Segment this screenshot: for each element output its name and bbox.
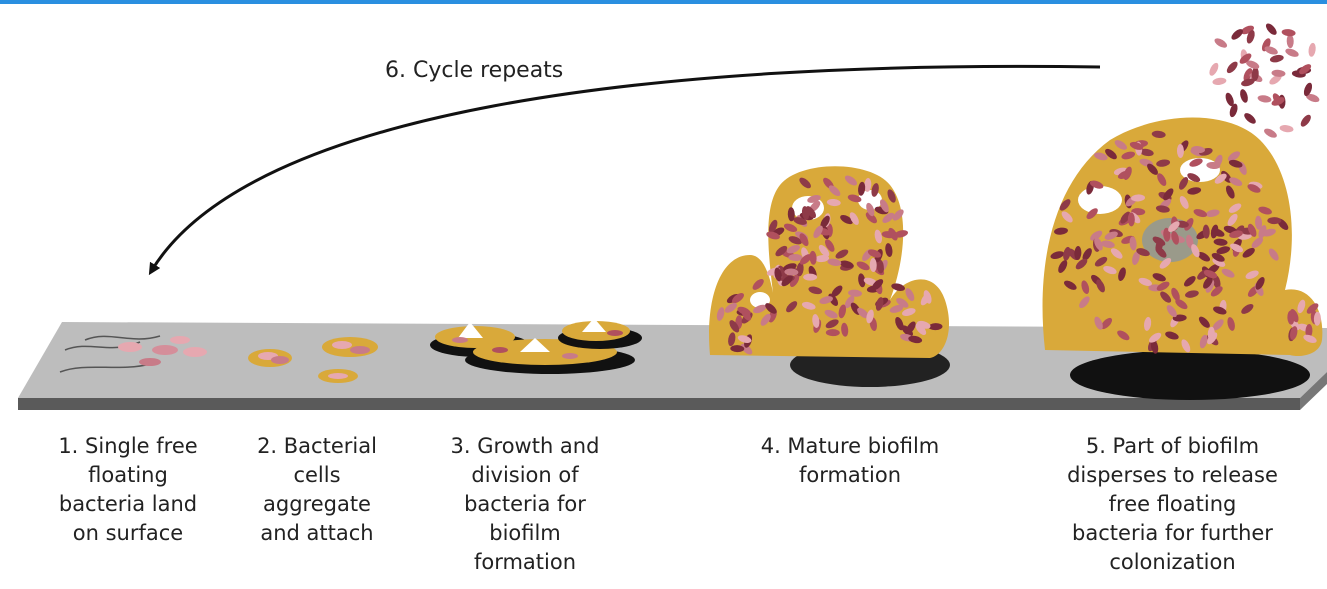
diagram-illustration bbox=[0, 0, 1327, 430]
dispersed-bacterium bbox=[1208, 61, 1221, 77]
stage-3-label: 3. Growth and division of bacteria for b… bbox=[420, 432, 630, 577]
dispersed-bacterium bbox=[1308, 42, 1317, 57]
dispersed-bacterium bbox=[1239, 88, 1250, 103]
dispersed-bacterium bbox=[1279, 124, 1294, 133]
dispersed-bacterium bbox=[1264, 22, 1279, 37]
dispersed-bacterium bbox=[1213, 36, 1229, 49]
cycle-repeats-label: 6. Cycle repeats bbox=[385, 58, 563, 83]
stage-5-label: 5. Part of biofilm disperses to release … bbox=[1030, 432, 1315, 577]
dispersed-bacterium bbox=[1263, 127, 1279, 140]
dispersed-bacterium bbox=[1271, 69, 1286, 77]
stage-4-mature-biofilm bbox=[709, 166, 950, 387]
dispersed-bacterium bbox=[1281, 28, 1296, 37]
dispersed-bacterium bbox=[1284, 47, 1300, 59]
stage-5-dispersing-biofilm bbox=[1043, 22, 1323, 400]
dispersed-bacterium bbox=[1299, 113, 1313, 128]
cycle-arrow bbox=[152, 66, 1100, 270]
dispersed-bacterium bbox=[1242, 111, 1257, 125]
dispersed-bacterium bbox=[1212, 77, 1227, 86]
stage-1-label: 1. Single free floating bacteria land on… bbox=[28, 432, 228, 548]
stage-4-label: 4. Mature biofilm formation bbox=[700, 432, 1000, 490]
dispersed-bacterium bbox=[1257, 94, 1272, 103]
bacterium bbox=[1267, 217, 1281, 224]
dispersed-bacterium bbox=[1225, 60, 1240, 75]
dispersed-bacterium bbox=[1269, 54, 1284, 64]
bacterium bbox=[803, 274, 817, 281]
stage-2-label: 2. Bacterial cells aggregate and attach bbox=[222, 432, 412, 548]
